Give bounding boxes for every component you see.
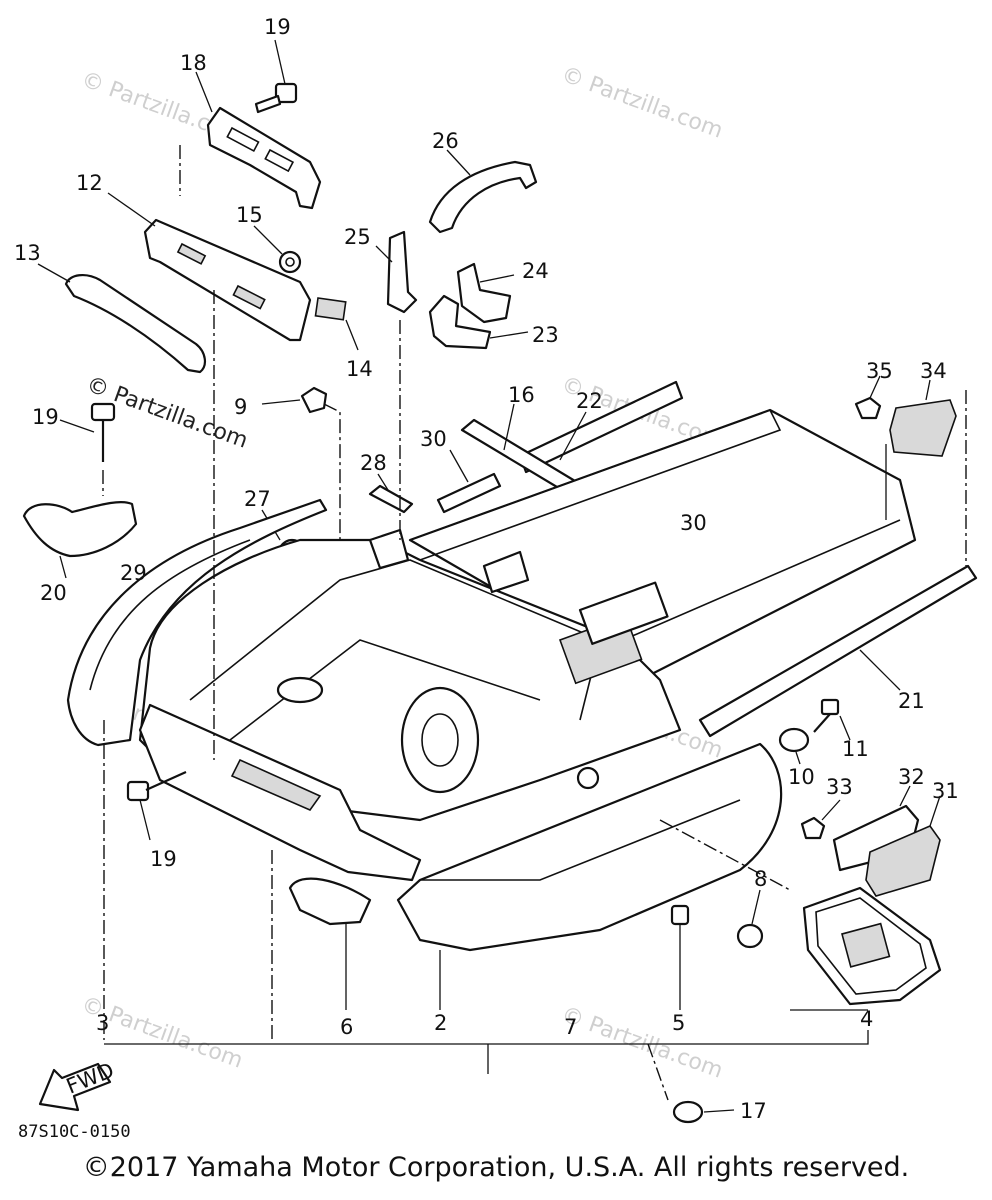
front-frame-rail [66,498,328,747]
callout-29: 29 [120,561,147,585]
lens-31 [865,795,941,897]
callout-34: 34 [920,359,947,383]
cap-17 [672,1100,735,1124]
washer-10 [778,727,810,765]
callout-19b: 19 [32,405,59,429]
callout-35: 35 [866,359,893,383]
copyright-notice: ©2017 Yamaha Motor Corporation, U.S.A. A… [82,1152,910,1183]
callout-13: 13 [14,241,41,265]
cap-8 [736,889,764,949]
callout-33: 33 [826,775,853,799]
callout-19a: 19 [264,15,291,39]
callout-25: 25 [344,225,371,249]
fwd-label: FWD [63,1058,117,1099]
bolt-19-bottom [126,770,187,841]
callout-18: 18 [180,51,207,75]
bracket-24 [456,262,515,324]
callout-7: 7 [564,1015,577,1039]
callout-5: 5 [672,1011,685,1035]
bracket-23 [428,294,529,350]
nut-9 [261,386,341,560]
bracket-6 [288,877,372,1010]
callout-6a: 6 [340,1015,353,1039]
callout-8: 8 [754,867,767,891]
nut-33 [800,799,841,840]
callout-21: 21 [898,689,925,713]
bolt-19-top [254,39,298,114]
watermark: © Partzilla.com [558,1002,726,1084]
callout-30a: 30 [420,427,447,451]
nut-35 [854,375,882,420]
callout-31: 31 [932,779,959,803]
callout-27: 27 [244,487,271,511]
pad-14 [314,297,359,351]
plate-12 [107,192,312,342]
nut-15 [253,225,302,274]
grommet-5 [670,904,690,1010]
callout-3: 3 [96,1011,109,1035]
bolt-19-left [59,402,116,496]
dash-lines [103,145,967,1101]
callout-10: 10 [788,765,815,789]
assembly-bracket [104,1009,869,1074]
strip-30-left [436,449,502,514]
callout-labels: 19 18 26 12 15 25 24 13 14 23 35 34 9 22… [14,15,959,1123]
callout-26: 26 [432,129,459,153]
callout-23: 23 [532,323,559,347]
callout-32: 32 [898,765,925,789]
callout-22: 22 [576,389,603,413]
diagram-code: 87S10C-0150 [18,1122,131,1142]
callout-2: 2 [434,1011,447,1035]
callout-17: 17 [740,1099,767,1123]
callout-20: 20 [40,581,67,605]
grab-bar-13 [37,263,206,374]
tail-light-4 [802,886,942,1006]
pad-28 [368,473,414,514]
bracket-18 [195,71,322,210]
callout-30b: 30 [680,511,707,535]
bolt-11 [813,698,851,741]
callout-28: 28 [360,451,387,475]
callout-11: 11 [842,737,869,761]
cover-20 [22,501,138,579]
callout-9: 9 [234,395,247,419]
callout-24: 24 [522,259,549,283]
bracket-25 [375,230,418,314]
callout-19c: 19 [150,847,177,871]
front-crossmember [138,703,422,882]
callout-16: 16 [508,383,535,407]
rear-frame [138,528,682,822]
callout-4: 4 [860,1007,873,1031]
callout-12: 12 [76,171,103,195]
fwd-arrow-icon: FWD [38,1058,117,1112]
rear-rail-21 [698,564,978,738]
callout-15: 15 [236,203,263,227]
callout-14: 14 [346,357,373,381]
watermark: © Partzilla.com [558,62,726,144]
handle-26 [428,149,538,234]
side-cover-2 [396,742,783,1010]
reflector-34 [889,379,957,457]
